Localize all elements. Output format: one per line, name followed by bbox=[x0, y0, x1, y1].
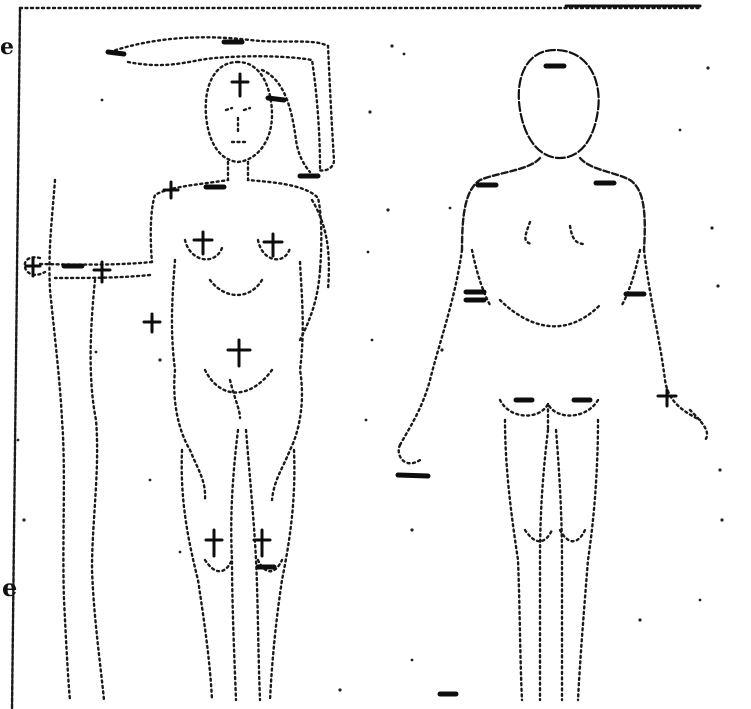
back-legs bbox=[505, 420, 598, 700]
front-left-arm bbox=[25, 257, 152, 278]
plus-marker-icon bbox=[194, 232, 212, 254]
back-shoulder-blades bbox=[525, 222, 585, 244]
back-neck-shoulders bbox=[462, 158, 645, 250]
front-chest bbox=[185, 240, 290, 418]
back-hands bbox=[399, 410, 707, 463]
left-border-line bbox=[12, 8, 20, 709]
front-figure bbox=[25, 37, 334, 700]
front-right-arm bbox=[300, 200, 329, 340]
left-edge-letter-top: e bbox=[0, 36, 14, 58]
positive-markers bbox=[26, 74, 676, 556]
negative-markers bbox=[64, 42, 644, 694]
front-torso bbox=[172, 260, 303, 500]
back-knee-creases bbox=[525, 530, 585, 541]
back-buttocks bbox=[500, 400, 598, 430]
front-raised-arm bbox=[110, 37, 334, 170]
front-shoulders bbox=[151, 162, 322, 270]
left-edge-letter-bottom: e bbox=[2, 576, 17, 600]
front-face bbox=[226, 108, 250, 142]
minus-marker-icon bbox=[108, 52, 124, 54]
back-figure bbox=[399, 50, 707, 700]
back-arms bbox=[400, 250, 700, 445]
front-left-flank bbox=[49, 180, 104, 700]
plus-marker-icon bbox=[206, 530, 222, 556]
plus-marker-icon bbox=[228, 340, 250, 366]
scan-noise bbox=[17, 44, 724, 691]
minus-marker-icon bbox=[268, 98, 284, 100]
plus-marker-icon bbox=[658, 390, 676, 406]
back-torso bbox=[472, 250, 640, 326]
plus-marker-icon bbox=[232, 74, 248, 96]
plus-marker-icon bbox=[164, 182, 178, 198]
minus-marker-icon bbox=[398, 475, 428, 476]
front-hair bbox=[262, 70, 310, 172]
plus-marker-icon bbox=[264, 234, 282, 256]
plus-marker-icon bbox=[144, 314, 160, 332]
